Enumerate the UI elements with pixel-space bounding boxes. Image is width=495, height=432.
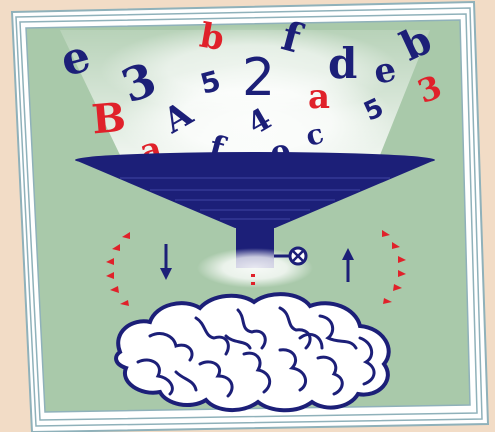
valve-icon xyxy=(274,246,308,266)
funnel xyxy=(75,152,435,268)
up-arrow-icon xyxy=(342,248,354,282)
red-chevron-marks-left xyxy=(106,232,130,306)
glyph: d xyxy=(328,39,357,88)
spout-glow xyxy=(197,248,313,288)
drips xyxy=(251,274,255,285)
glyph: B xyxy=(90,94,128,144)
down-arrow-icon xyxy=(160,244,172,280)
brain-icon xyxy=(114,292,391,413)
red-chevron-marks-right xyxy=(382,230,406,304)
glyph: 2 xyxy=(242,48,275,108)
light-beams xyxy=(60,25,430,175)
glyph: a xyxy=(308,77,330,117)
